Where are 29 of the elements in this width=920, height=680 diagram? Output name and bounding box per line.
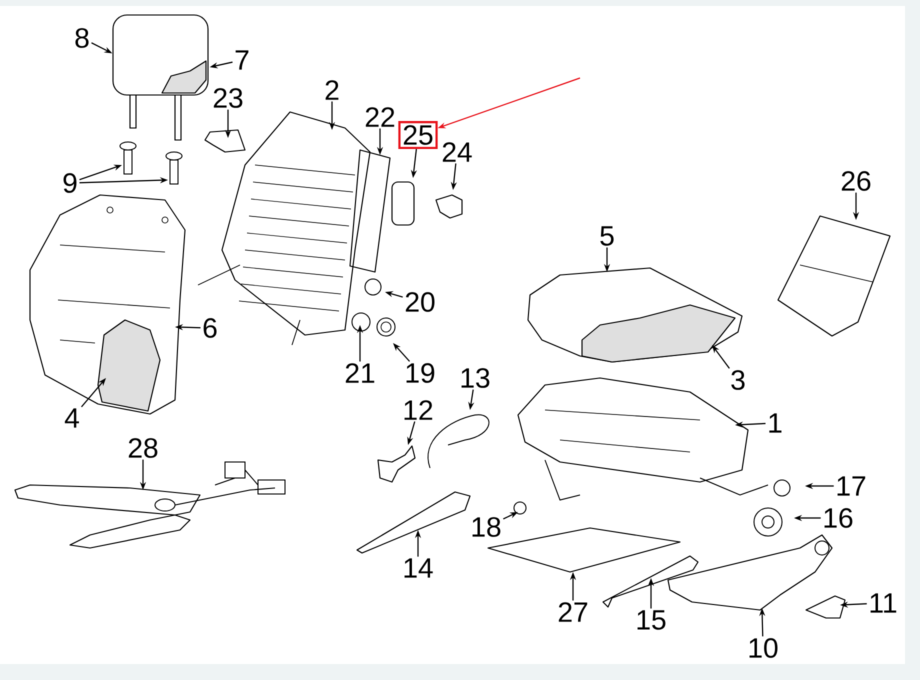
callout-number: 7 xyxy=(236,50,248,70)
callout-number: 24 xyxy=(442,142,472,162)
callout-number: 16 xyxy=(824,508,852,528)
callout-number: 26 xyxy=(842,171,870,191)
callout-number: 4 xyxy=(64,408,79,428)
callout-number: 14 xyxy=(404,558,433,578)
callout-number: 1 xyxy=(769,413,782,433)
callout-number: 28 xyxy=(128,438,158,458)
callout-number: 20 xyxy=(406,292,434,312)
callout-number: 15 xyxy=(638,610,666,630)
callout-number: 5 xyxy=(600,226,614,246)
callout-number: 10 xyxy=(750,638,778,658)
callout-number: 17 xyxy=(838,476,866,496)
callout-number: 23 xyxy=(214,88,242,108)
callout-number: 12 xyxy=(404,400,432,420)
callout-number: 18 xyxy=(472,517,500,537)
callout-number: 2 xyxy=(326,80,338,100)
headrest-drawing xyxy=(112,14,209,141)
callout-number: 11 xyxy=(870,593,896,613)
callout-number: 27 xyxy=(558,602,588,622)
callout-number: 3 xyxy=(731,370,745,390)
callout-number: 21 xyxy=(346,363,374,383)
callout-number: 25 xyxy=(398,121,438,150)
callout-number: 19 xyxy=(406,363,434,383)
callout-number: 8 xyxy=(75,28,89,48)
callout-number: 13 xyxy=(462,368,490,388)
callout-number: 9 xyxy=(64,173,76,193)
callout-number: 6 xyxy=(204,318,217,338)
callout-number: 22 xyxy=(366,107,394,127)
